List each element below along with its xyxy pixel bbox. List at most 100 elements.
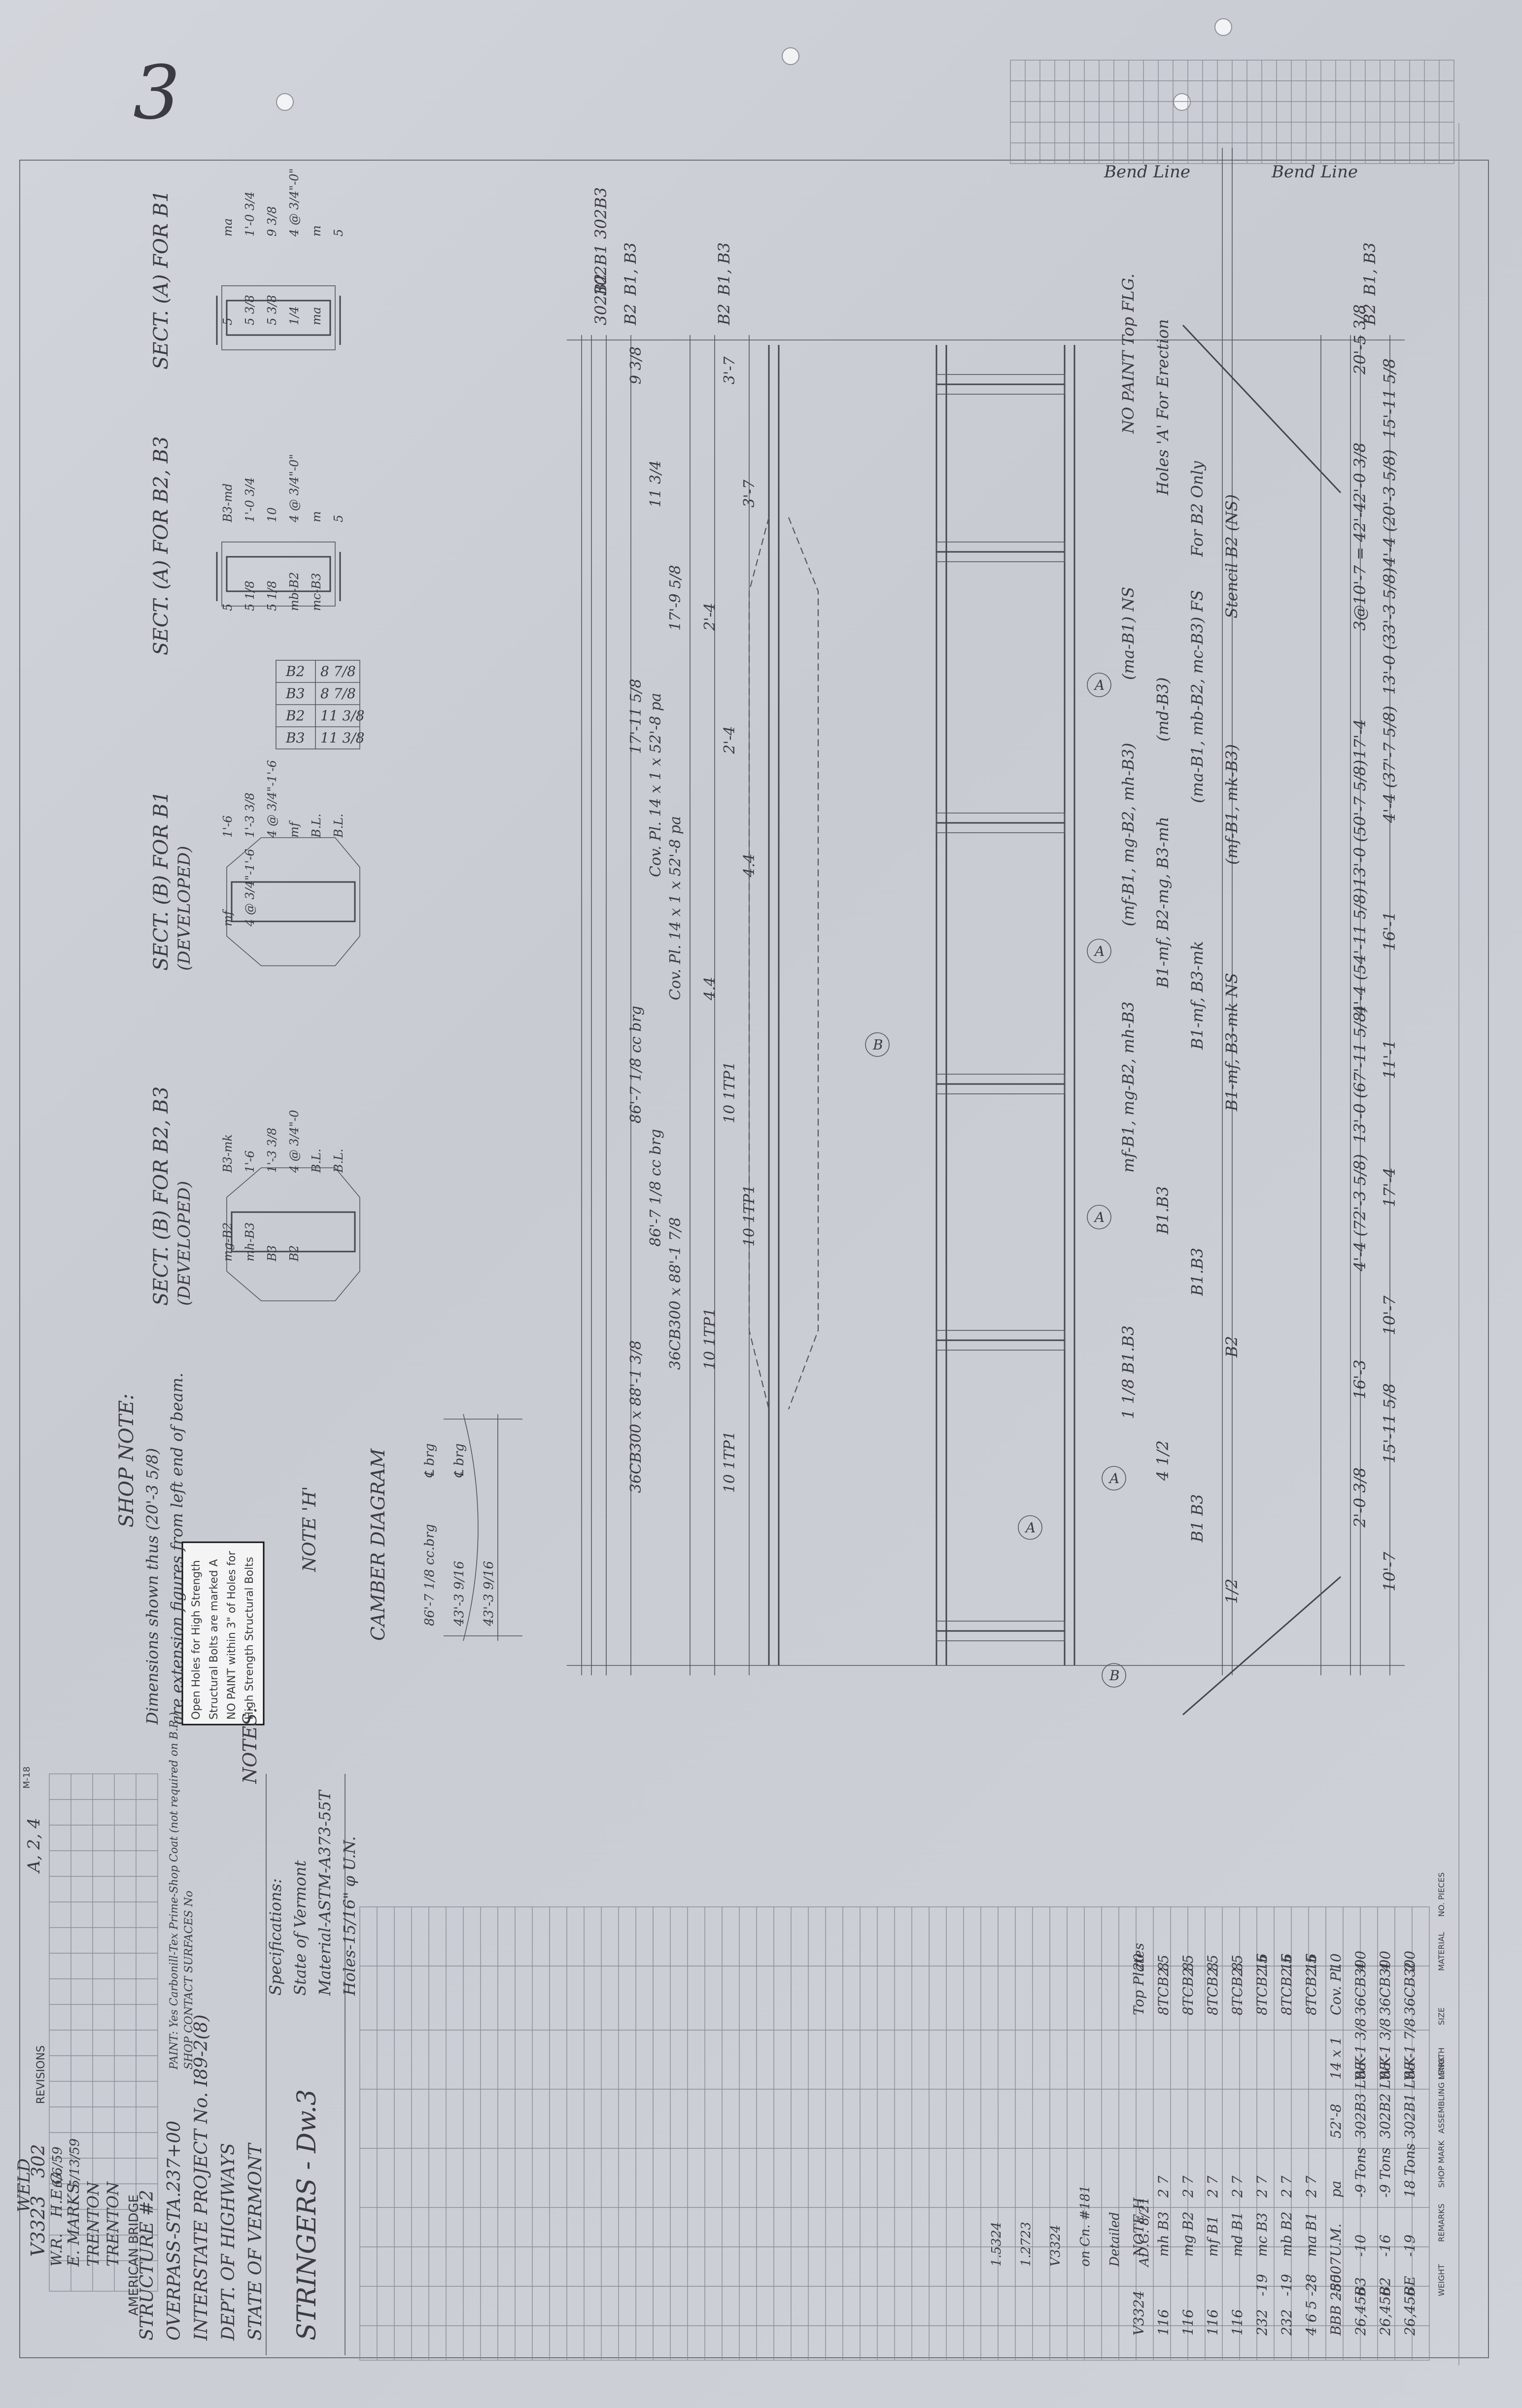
web-label: 11 3/4	[647, 460, 664, 508]
table-cell: B3	[285, 685, 305, 702]
bom-cell: 4	[1377, 1962, 1393, 1971]
mark-label: 302B1 302B3	[591, 187, 610, 296]
callout-label: B1-mf, B2-mg, B3-mh	[1153, 816, 1172, 988]
table-cell: B2	[285, 708, 305, 724]
dimension-label: 15'-11 5/8	[1380, 358, 1399, 439]
section-tag-circle	[1018, 1515, 1042, 1540]
date: 5/13/59	[68, 2138, 82, 2188]
beam-elevation	[567, 148, 1405, 1716]
bom-cell: 16	[1303, 1953, 1319, 1971]
web-label: 2'-4	[701, 603, 719, 631]
section-label: 9 3/8	[265, 206, 279, 237]
dimension-label: 4'-4 (20'-3 5/8)	[1380, 449, 1399, 567]
callout-label: B1.B3	[1153, 1186, 1172, 1235]
bom-cell: 302B2 LWK	[1377, 2055, 1393, 2138]
callout-label: (md-B3)	[1153, 678, 1172, 742]
bom-cell: 8TCB2.5	[1303, 1955, 1319, 2015]
section-label: 1'-6	[221, 815, 235, 838]
callout-label: 4 1/2	[1153, 1440, 1172, 1481]
bom-cell: 116	[1229, 2309, 1245, 2336]
stamp-line: Structural Bolts are marked A	[208, 1559, 220, 1720]
section-label: 1'-0 3/4	[243, 477, 257, 523]
callout-label: (ma-B1, mb-B2, mc-B3) FS	[1188, 590, 1207, 803]
web-label: Cov. Pl. 14 x 1 x 52'-8 pa	[667, 816, 684, 1000]
bom-cell: 116	[1155, 2309, 1172, 2336]
callout-label: B1.B3	[1188, 1248, 1207, 1296]
date: 6/6/59	[50, 2146, 65, 2188]
section-tag-label: A	[1108, 1470, 1119, 1487]
web-label: Cov. Pl. 14 x 1 x 52'-8 pa	[647, 693, 664, 877]
bom-cell: 36CB300	[1352, 1951, 1369, 2015]
dimension-label: 15'-11 5/8	[1380, 1383, 1399, 1463]
section-label: mg-B2	[221, 1222, 235, 1261]
mark-label: B1, B3	[715, 242, 733, 296]
bom-side-note: 1.2723	[1019, 2222, 1034, 2267]
form-number: M-18	[22, 1766, 32, 1789]
section-label: 10	[265, 507, 279, 522]
bom-cell: 8TCB2.5	[1229, 1955, 1245, 2015]
section-label: 1'-6	[243, 1151, 257, 1173]
camber-label: 43'-3 9/16	[482, 1561, 496, 1627]
web-label: 10 1TP1	[721, 1061, 738, 1123]
punch-hole	[1173, 93, 1191, 111]
camber-diagram	[444, 1414, 522, 1641]
bom-cell: 8	[1155, 1962, 1172, 1971]
bom-cell: -9 Tons	[1377, 2147, 1393, 2198]
section-b-b2b3	[226, 1167, 360, 1301]
bom-header: MATERIAL	[1437, 1932, 1446, 1971]
notes-heading: NOTES:	[239, 1707, 261, 1784]
callout-label: (ma-B1) NS	[1119, 587, 1138, 680]
bom-cell: pa	[1328, 2180, 1344, 2198]
bom-cell: -19	[1279, 2274, 1295, 2296]
callout-label: B1-mf, B3-mk NS	[1222, 973, 1241, 1112]
bom-cell: mf B1	[1205, 2215, 1221, 2257]
bom-cell: mh B3	[1155, 2211, 1172, 2257]
web-label: 86'-7 1/8 cc brg	[647, 1129, 664, 1247]
bom-cell: -28	[1303, 2274, 1319, 2296]
section-label: B2	[287, 1245, 301, 1262]
bom-cell: -19	[1402, 2235, 1418, 2257]
section-label: 1/4	[287, 306, 301, 325]
mark-label: B2	[621, 304, 640, 326]
section-tag-label: A	[1093, 677, 1105, 693]
section-title: SECT. (A) FOR B1	[150, 190, 173, 370]
bom-cell: 88'-1 3/8	[1352, 2018, 1369, 2079]
section-label: B.L.	[310, 814, 323, 838]
dimension-label: 3@10'-7 = 42'-4	[1350, 502, 1369, 631]
section-subtitle: (DEVELOPED)	[174, 1181, 194, 1306]
web-label: 86'-7 1/8 cc brg	[627, 1006, 645, 1123]
dimension-label: 17'-4	[1350, 719, 1369, 759]
table-cell: B2	[285, 663, 305, 679]
section-label: mh-B3	[243, 1222, 257, 1261]
callout-label: B2	[1222, 1336, 1241, 1358]
bom-cell: -9 Tons	[1352, 2147, 1369, 2198]
callout-label: mf-B1, mg-B2, mh-B3	[1119, 1001, 1138, 1173]
punch-hole	[782, 47, 799, 65]
camber-label: ℄ brg	[452, 1443, 467, 1478]
web-label: 10 1TP1	[741, 1185, 758, 1247]
dimension-label: 10'-7	[1380, 1552, 1399, 1592]
notes-line: Material-ASTM-A373-55T	[315, 1789, 334, 1996]
web-label: 36CB300 x 88'-1 3/8	[627, 1340, 645, 1493]
punch-hole	[276, 93, 294, 111]
section-label: B.L.	[310, 1149, 323, 1173]
b2b3-table	[276, 660, 360, 749]
camber-label: 86'-7 1/8 cc.brg	[422, 1524, 437, 1626]
bom-cell: 302B1 LWK	[1402, 2055, 1418, 2138]
web-label: 36CB300 x 88'-1 7/8	[667, 1217, 684, 1370]
bom-cell: 116	[1205, 2309, 1221, 2336]
bom-side-note: V3324	[1048, 2225, 1063, 2267]
bom-header: REMARKS	[1437, 2204, 1446, 2242]
mark-label: B1, B3	[621, 242, 640, 296]
revision-mark: A, 2, 4	[24, 1818, 44, 1874]
bom-cell: 8	[1205, 1962, 1221, 1971]
section-label: B.L.	[332, 814, 346, 838]
callout-label: Holes 'A' For Erection	[1153, 319, 1172, 496]
bom-cell: BBB 25007	[1328, 2257, 1344, 2336]
bom-cell: NOTE H	[1131, 2198, 1147, 2257]
bom-cell: 8TCB2.5	[1279, 1955, 1295, 2015]
bom-cell: 26,456	[1352, 2287, 1369, 2336]
mark-label: 302B2	[591, 273, 610, 325]
shop-note-line: are extension figures from left end of b…	[168, 1373, 186, 1725]
